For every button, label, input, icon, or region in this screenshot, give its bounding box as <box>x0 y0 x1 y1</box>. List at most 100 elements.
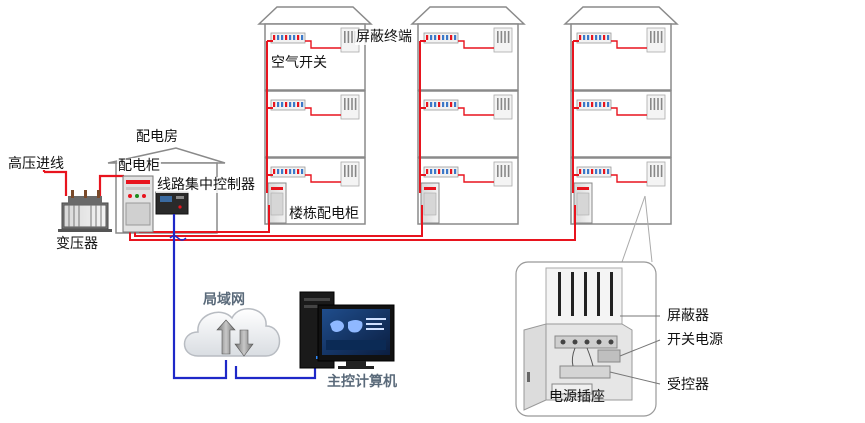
label-power-socket: 电源插座 <box>549 389 605 405</box>
breaker <box>595 102 598 107</box>
antenna <box>500 98 503 110</box>
breaker <box>301 102 304 107</box>
breaker <box>297 35 300 40</box>
antenna <box>653 31 656 43</box>
label-shielder: 屏蔽器 <box>667 308 709 324</box>
antenna <box>497 98 499 110</box>
label-distribution-room: 配电房 <box>136 129 178 145</box>
antenna <box>347 165 350 177</box>
antenna <box>500 165 503 177</box>
line-controller-icon <box>155 191 189 215</box>
breaker <box>607 102 610 107</box>
breaker <box>442 102 445 107</box>
air-switch-panel <box>270 32 306 44</box>
label-distribution-cabinet: 配电柜 <box>117 158 161 174</box>
antenna <box>507 31 510 43</box>
breaker <box>446 35 449 40</box>
antenna <box>657 98 659 110</box>
power-lines-layer <box>42 40 647 241</box>
antenna <box>650 31 652 43</box>
breaker <box>591 169 594 174</box>
breaker <box>587 35 590 40</box>
breaker <box>273 169 276 174</box>
network-lines <box>169 214 317 380</box>
breaker <box>603 102 606 107</box>
breaker <box>450 102 453 107</box>
breaker <box>599 169 602 174</box>
breaker <box>583 169 586 174</box>
breaker <box>285 102 288 107</box>
air-switch-panel <box>576 99 612 111</box>
breaker <box>595 35 598 40</box>
breaker <box>293 35 296 40</box>
breaker <box>273 102 276 107</box>
lan-cloud-icon <box>183 308 281 357</box>
antenna <box>351 31 353 43</box>
computer-icon <box>299 291 395 369</box>
air-switch-panel <box>576 32 612 44</box>
cabinet-door <box>423 192 437 216</box>
building-roof <box>563 6 679 25</box>
label-switch-power: 开关电源 <box>667 332 723 348</box>
label-main-computer: 主控计算机 <box>327 374 397 390</box>
shielder-antennas <box>558 272 613 316</box>
label-shield-terminal: 屏蔽终端 <box>355 29 413 45</box>
breaker <box>446 169 449 174</box>
breaker <box>434 169 437 174</box>
breaker <box>454 169 457 174</box>
antenna <box>650 98 652 110</box>
breaker <box>591 102 594 107</box>
breaker <box>579 35 582 40</box>
breaker <box>450 35 453 40</box>
antenna <box>500 31 503 43</box>
breaker <box>434 35 437 40</box>
breaker <box>591 35 594 40</box>
antenna <box>351 98 353 110</box>
feed-line <box>458 40 494 49</box>
cabinet-detail-callout <box>515 195 661 417</box>
breaker <box>297 102 300 107</box>
antenna <box>657 31 659 43</box>
feed-line <box>305 107 341 116</box>
breaker <box>426 102 429 107</box>
building-roof <box>257 6 373 25</box>
breaker <box>281 169 284 174</box>
antenna <box>660 31 663 43</box>
breaker <box>289 35 292 40</box>
breaker <box>583 102 586 107</box>
breaker <box>438 102 441 107</box>
antenna <box>344 31 346 43</box>
air-switch-panel <box>270 99 306 111</box>
breaker <box>607 35 610 40</box>
breaker <box>607 169 610 174</box>
antenna <box>653 98 656 110</box>
breaker <box>446 102 449 107</box>
breaker <box>450 169 453 174</box>
antenna <box>650 165 652 177</box>
breaker <box>583 35 586 40</box>
antenna <box>354 165 357 177</box>
breaker <box>579 102 582 107</box>
label-line-controller: 线路集中控制器 <box>156 177 256 193</box>
label-building-cabinet: 楼栋配电柜 <box>288 206 360 222</box>
breaker <box>454 102 457 107</box>
antenna <box>660 165 663 177</box>
breaker <box>301 35 304 40</box>
air-switch-panel <box>423 99 459 111</box>
antenna <box>653 165 656 177</box>
antenna <box>657 165 659 177</box>
antenna <box>354 98 357 110</box>
building-roof <box>410 6 526 25</box>
transformer-icon <box>58 190 112 232</box>
feed-line <box>611 107 647 116</box>
feed-line <box>305 40 341 49</box>
antenna <box>504 31 506 43</box>
breaker <box>281 35 284 40</box>
feed-line <box>458 174 494 183</box>
feed-line <box>305 174 341 183</box>
antenna <box>660 98 663 110</box>
antenna <box>347 98 350 110</box>
cabinet-strip <box>271 187 283 190</box>
antenna <box>504 98 506 110</box>
